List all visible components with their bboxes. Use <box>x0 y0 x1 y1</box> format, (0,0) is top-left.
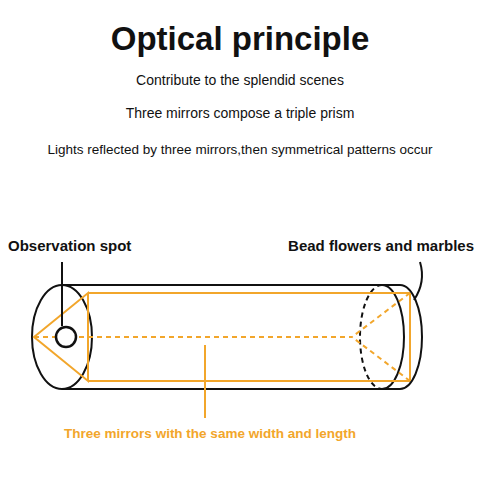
mirror-prism <box>34 293 410 381</box>
subtitle-line: Lights reflected by three mirrors,then s… <box>48 142 433 158</box>
subtitle-line: Contribute to the splendid scenes <box>136 72 344 88</box>
subtitle-line: Three mirrors compose a triple prism <box>126 105 355 121</box>
eye-hole <box>56 327 76 347</box>
tube-inner-end <box>360 285 382 389</box>
part-label: Observation spot <box>8 237 131 254</box>
part-label: Three mirrors with the same width and le… <box>64 426 356 442</box>
leader-line <box>61 262 63 326</box>
part-label: Bead flowers and marbles <box>288 237 474 254</box>
tube-outline <box>382 284 400 286</box>
leader-line <box>414 262 422 300</box>
tube-outline <box>62 284 400 286</box>
diagram-title: Optical principle <box>0 20 480 58</box>
tube-outline <box>62 388 400 390</box>
leader-line <box>204 345 206 418</box>
